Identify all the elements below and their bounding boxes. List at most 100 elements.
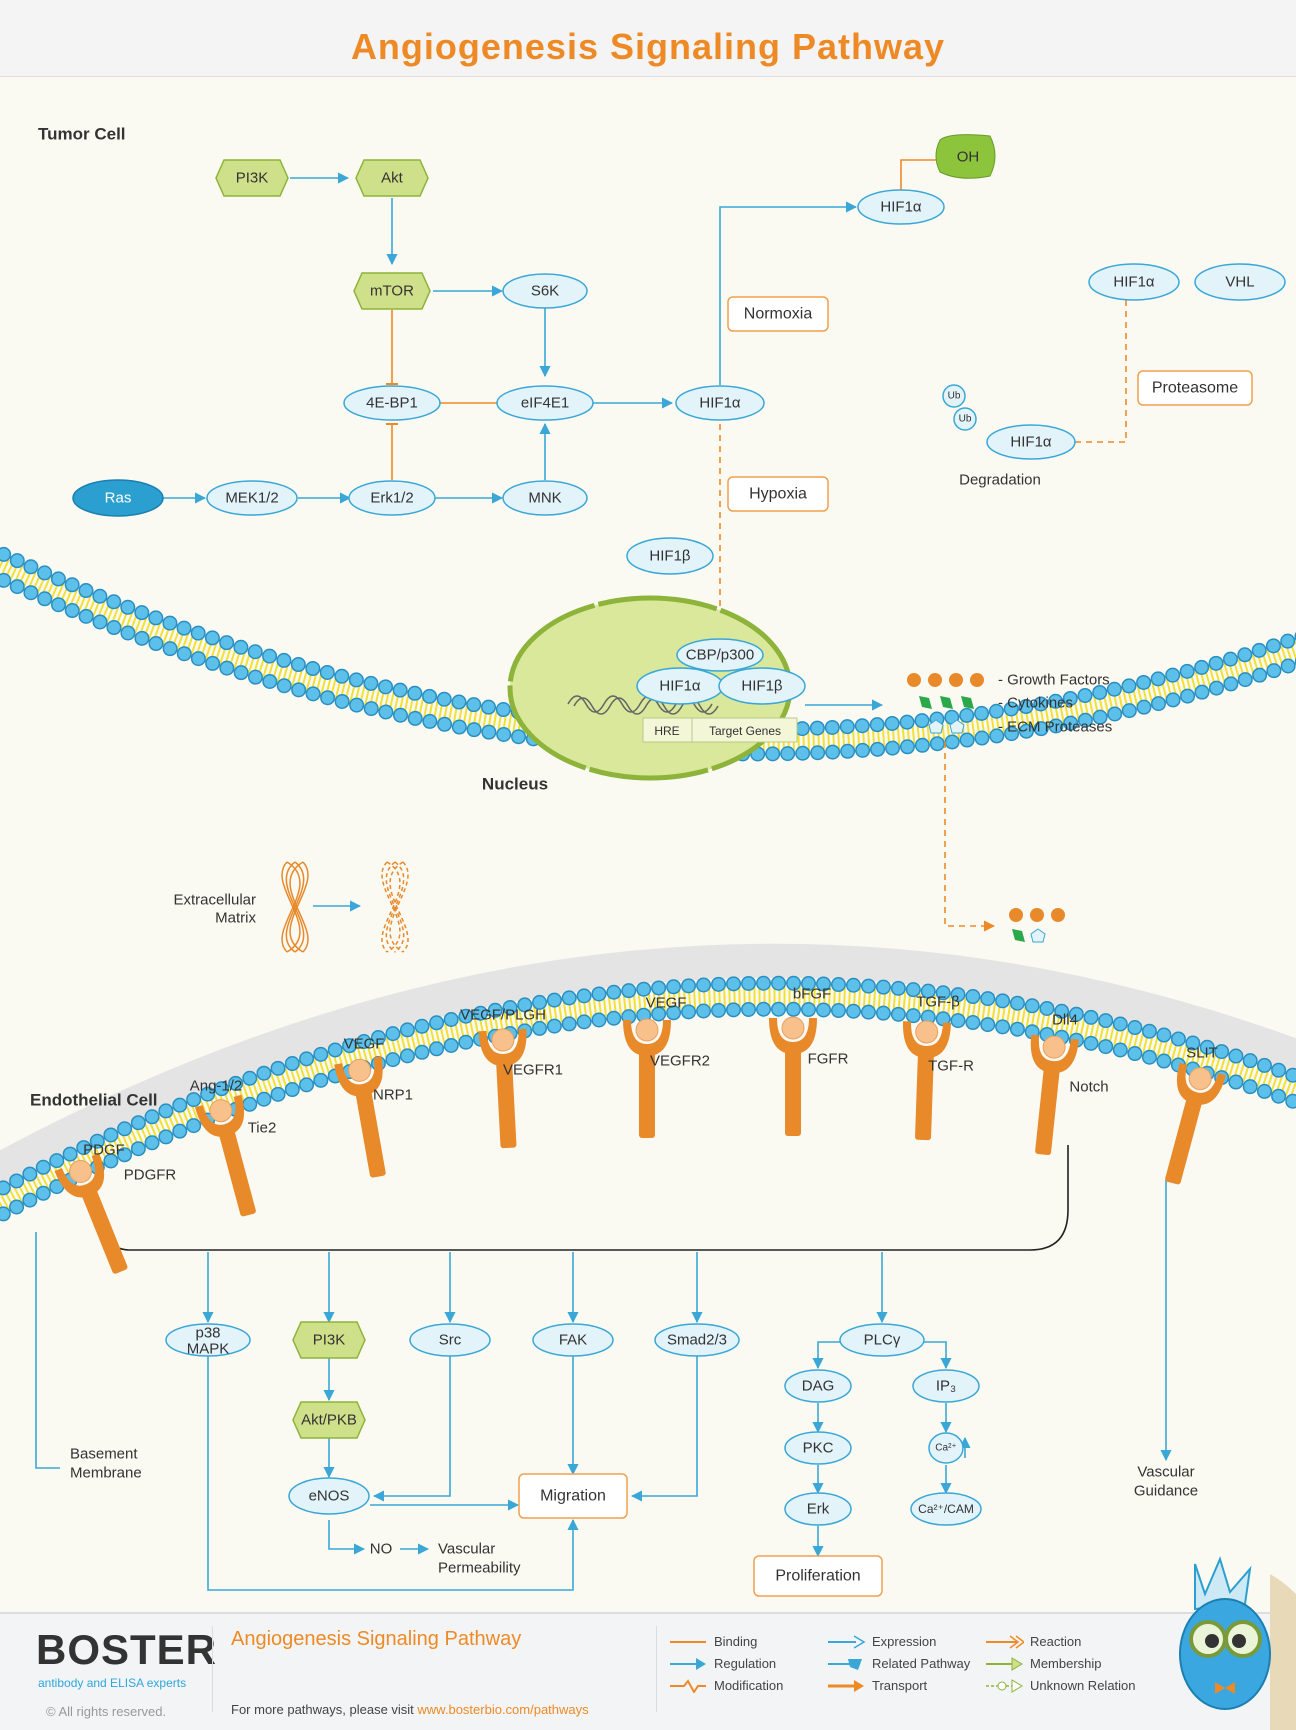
- cbp-p300-node[interactable]: CBP/p300: [676, 638, 764, 672]
- plcg-node-label: PLCγ: [864, 1332, 901, 1349]
- hif1b-node[interactable]: HIF1β: [626, 537, 714, 575]
- receptor-fgfr[interactable]: [769, 1016, 817, 1136]
- smad-node[interactable]: Smad2/3: [654, 1323, 740, 1357]
- hif1a-normoxia-node[interactable]: HIF1α: [857, 189, 945, 225]
- legend-label: Related Pathway: [872, 1656, 971, 1671]
- hif1a-vhl-node[interactable]: HIF1α: [1088, 263, 1180, 301]
- hypoxia-box-label: Hypoxia: [749, 486, 807, 503]
- receptor-nrp1[interactable]: [334, 1055, 402, 1181]
- arrow: [630, 1356, 698, 1502]
- mtor-node[interactable]: mTOR: [353, 272, 431, 310]
- normoxia-box[interactable]: Normoxia: [727, 296, 829, 332]
- receptor-tie2[interactable]: [195, 1094, 272, 1221]
- endothelial-cell-label: Endothelial Cell: [30, 1091, 158, 1110]
- secreted-cytokines-icon: [1012, 929, 1025, 942]
- pathways-link[interactable]: www.bosterbio.com/pathways: [417, 1702, 589, 1717]
- ip3-node[interactable]: IP₃: [912, 1369, 980, 1403]
- receptor-label: NRP1: [373, 1087, 413, 1104]
- receptor-label: FGFR: [808, 1051, 849, 1068]
- hif1a-normoxia-node-label: HIF1α: [880, 199, 922, 216]
- eif4e1-node[interactable]: eIF4E1: [496, 385, 594, 421]
- cbp-p300-node-label: CBP/p300: [686, 647, 754, 664]
- receptor-notch[interactable]: [1019, 1034, 1080, 1157]
- receptor-vegfr2[interactable]: [623, 1018, 671, 1138]
- fak-node[interactable]: FAK: [532, 1323, 614, 1357]
- receptor-pdgfr[interactable]: [54, 1152, 143, 1280]
- s6k-node[interactable]: S6K: [502, 273, 588, 309]
- migration-box-label: Migration: [540, 1488, 606, 1505]
- legend-label: Binding: [714, 1634, 758, 1649]
- hif1a-node-label: HIF1α: [699, 395, 741, 412]
- ligand-icon: [1188, 1067, 1212, 1091]
- hypoxia-box[interactable]: Hypoxia: [727, 476, 829, 512]
- pkc-node-label: PKC: [803, 1440, 834, 1457]
- vascular-guidance-label: Guidance: [1134, 1483, 1198, 1500]
- ip3-node-label: IP₃: [936, 1378, 956, 1395]
- mek-node[interactable]: MEK1/2: [206, 480, 298, 516]
- target-genes-label: Target Genes: [709, 724, 781, 738]
- fibril-intact-icon: [281, 861, 309, 953]
- calcium-node[interactable]: Ca²⁺: [928, 1432, 964, 1464]
- akt-pkb-node-label: Akt/PKB: [301, 1412, 357, 1429]
- endothelial-pi3k-node[interactable]: PI3K: [292, 1321, 366, 1359]
- akt-node[interactable]: Akt: [355, 159, 429, 197]
- ub-node[interactable]: Ub: [942, 384, 966, 408]
- proteasome-box[interactable]: Proteasome: [1137, 370, 1253, 406]
- legend-label: Reaction: [1030, 1634, 1082, 1649]
- ras-node[interactable]: Ras: [72, 479, 164, 517]
- hif1a-degradation-node[interactable]: HIF1α: [986, 424, 1076, 460]
- 4ebp1-node[interactable]: 4E-BP1: [343, 385, 441, 421]
- receptor-label: VEGFR1: [503, 1062, 563, 1079]
- endothelial-erk-node[interactable]: Erk: [784, 1492, 852, 1526]
- proliferation-box[interactable]: Proliferation: [753, 1555, 883, 1597]
- 4ebp1-node-label: 4E-BP1: [366, 395, 418, 412]
- unknown-relation-icon: [986, 1678, 1023, 1693]
- src-node[interactable]: Src: [409, 1323, 491, 1357]
- nuclear-hif1a-node[interactable]: HIF1α: [636, 667, 724, 705]
- footer: BOSTER antibody and ELISA experts © All …: [0, 1556, 1296, 1730]
- basement-membrane-label: Basement: [70, 1446, 138, 1463]
- legend-reaction: Reaction: [984, 1634, 1081, 1649]
- nucleus-label: Nucleus: [482, 775, 548, 794]
- calcium-cam-node[interactable]: Ca²⁺/CAM: [910, 1492, 982, 1526]
- transport-arrow: [944, 742, 996, 932]
- arrow: [328, 1520, 366, 1555]
- oh-group[interactable]: OH: [935, 134, 996, 179]
- endothelial-cell-membrane: [0, 943, 1296, 1225]
- ub-node-label: Ub: [948, 391, 961, 402]
- hre-label: HRE: [654, 724, 679, 738]
- nuclear-hif1a-node-label: HIF1α: [659, 678, 701, 695]
- enos-node[interactable]: eNOS: [288, 1477, 370, 1515]
- basement-membrane-label: Membrane: [70, 1465, 142, 1482]
- vhl-node-label: VHL: [1225, 274, 1254, 291]
- receptor-label: PDGFR: [124, 1167, 177, 1184]
- akt-pkb-node[interactable]: Akt/PKB: [292, 1401, 366, 1439]
- legend-binding: Binding: [668, 1634, 757, 1649]
- legend-label: Regulation: [714, 1656, 777, 1671]
- erk-node[interactable]: Erk1/2: [348, 480, 436, 516]
- pi3k-node[interactable]: PI3K: [215, 159, 289, 197]
- pkc-node[interactable]: PKC: [784, 1431, 852, 1465]
- receptor-label: VEGFR2: [650, 1053, 710, 1070]
- plcg-node[interactable]: PLCγ: [839, 1323, 925, 1357]
- calcium-node-label: Ca²⁺: [935, 1443, 956, 1454]
- page-title: Angiogenesis Signaling Pathway: [350, 26, 946, 67]
- boster-logo[interactable]: BOSTER: [36, 1626, 218, 1673]
- receptor-slit[interactable]: [1149, 1062, 1226, 1189]
- mnk-node[interactable]: MNK: [502, 480, 588, 516]
- ligand-icon: [491, 1028, 515, 1052]
- vhl-node[interactable]: VHL: [1194, 263, 1286, 301]
- nuclear-hif1b-node[interactable]: HIF1β: [718, 667, 806, 705]
- ligand-icon: [348, 1058, 372, 1082]
- ub-node[interactable]: Ub: [953, 407, 977, 431]
- receptor-tgf-r[interactable]: [899, 1020, 952, 1141]
- dag-node-label: DAG: [802, 1378, 835, 1395]
- ligand-label: TGF-β: [916, 994, 960, 1011]
- hif1a-node[interactable]: HIF1α: [675, 385, 765, 421]
- dag-node[interactable]: DAG: [784, 1369, 852, 1403]
- receptor-vegfr1[interactable]: [478, 1028, 532, 1149]
- migration-box[interactable]: Migration: [518, 1473, 628, 1519]
- arrow: [372, 1356, 451, 1502]
- degradation-label: Degradation: [959, 472, 1041, 489]
